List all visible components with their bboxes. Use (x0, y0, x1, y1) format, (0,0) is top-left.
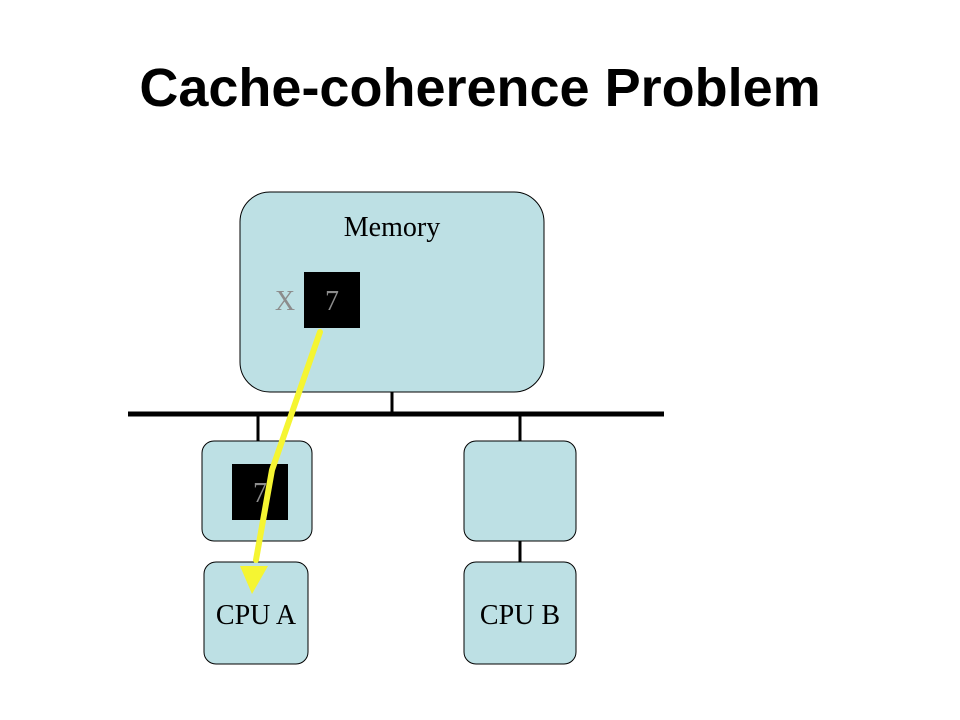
read-path-arrow (240, 329, 323, 594)
cpu-b-label: CPU B (480, 600, 560, 631)
cache-a-value-box (232, 464, 288, 520)
system-bus (128, 392, 664, 562)
memory-box: Memory X 7 (239, 191, 545, 393)
memory-variable-name: X (275, 286, 295, 317)
arrowhead-icon (240, 566, 268, 594)
cpu-a-box: CPU A (203, 561, 309, 665)
cache-a-box: 7 (201, 440, 313, 542)
read-path-line (253, 329, 323, 563)
cpu-b-box: CPU B (463, 561, 577, 665)
memory-value-box (304, 272, 360, 328)
memory-label: Memory (344, 212, 440, 243)
cache-b-box (463, 440, 577, 542)
slide-title: Cache-coherence Problem (139, 58, 821, 118)
cpu-a-label: CPU A (216, 600, 297, 631)
memory-value: 7 (325, 286, 339, 317)
